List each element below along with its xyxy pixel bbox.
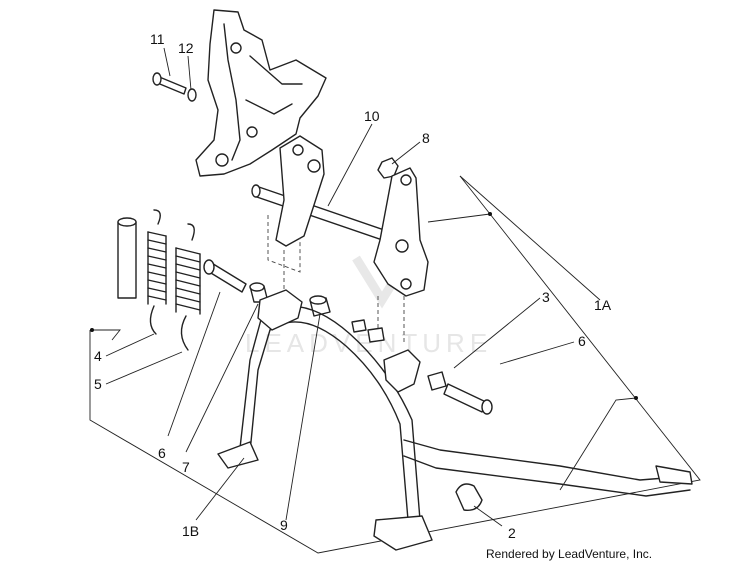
axle-part-10 xyxy=(251,135,397,247)
spring-part-5 xyxy=(175,223,201,351)
callout-11: 11 xyxy=(150,31,165,47)
callout-12: 12 xyxy=(178,40,194,56)
callout-6-left: 6 xyxy=(158,445,166,461)
callout-3: 3 xyxy=(542,289,550,305)
stand-bracket-plate xyxy=(373,167,429,297)
buffer-part-2 xyxy=(455,483,483,511)
sleeve-part-4 xyxy=(117,217,137,299)
frame-bracket xyxy=(195,9,327,177)
spring-small xyxy=(147,209,167,335)
callout-4: 4 xyxy=(94,348,102,364)
bolt-part-11 xyxy=(152,72,187,95)
center-stand-part-1b xyxy=(217,289,693,551)
callout-2: 2 xyxy=(508,525,516,541)
washer-part-12 xyxy=(187,88,197,102)
callout-1b: 1B xyxy=(182,523,199,539)
group-1a-outline xyxy=(89,175,701,554)
callout-7: 7 xyxy=(182,459,190,475)
bolt-part-6-left xyxy=(203,259,247,293)
callout-5: 5 xyxy=(94,376,102,392)
callout-9: 9 xyxy=(280,517,288,533)
render-credit: Rendered by LeadVenture, Inc. xyxy=(486,547,652,561)
bolt-part-6-right xyxy=(443,383,493,415)
callout-1a: 1A xyxy=(594,297,612,313)
watermark-text: LEADVENTURE xyxy=(245,328,492,358)
callout-10: 10 xyxy=(364,108,380,124)
callout-6-right: 6 xyxy=(578,333,586,349)
leader-lines xyxy=(90,47,638,527)
bushing-part-3 xyxy=(427,371,447,391)
callout-8: 8 xyxy=(422,130,430,146)
